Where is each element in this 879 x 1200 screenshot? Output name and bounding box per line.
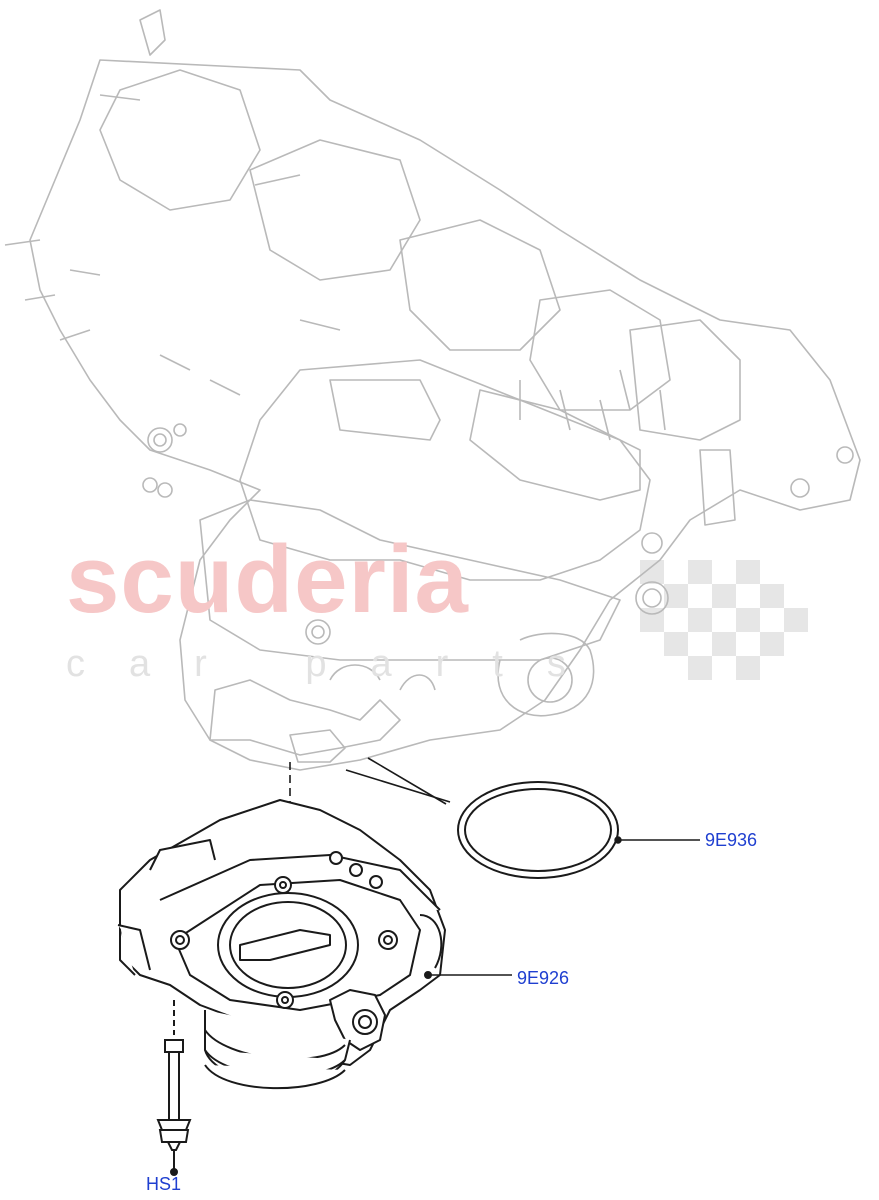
watermark-flag-icon (640, 560, 808, 680)
throttle-body[interactable] (117, 799, 446, 1090)
callout-hs1[interactable]: HS1 (146, 1174, 182, 1194)
callout-leaders (430, 836, 700, 976)
throttle-body-bolt[interactable] (156, 1000, 192, 1176)
callout-9e926[interactable]: 9E926 (517, 968, 570, 988)
intake-manifold (4, 9, 861, 771)
intake-seal-ring[interactable] (457, 781, 619, 879)
watermark-title: scuderia (66, 526, 469, 633)
watermark-subtitle: car parts (66, 643, 610, 685)
callout-9e936[interactable]: 9E936 (705, 830, 758, 850)
